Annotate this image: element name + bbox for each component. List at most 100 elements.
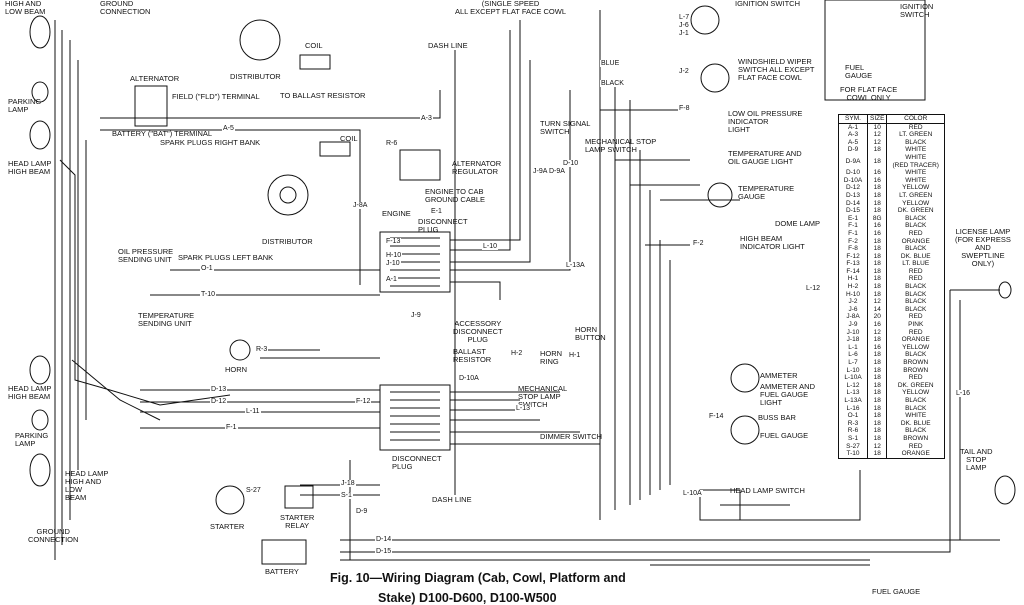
legend-cell-color: WHITE (RED TRACER)	[886, 153, 945, 170]
legend-cell-sym: D-13	[838, 191, 868, 200]
starter-relay-shape	[284, 485, 314, 509]
legend-cell-color: WHITE	[886, 176, 945, 185]
legend-cell-color: LT. GREEN	[886, 131, 945, 139]
legend-cell-sym: L-1	[838, 343, 868, 352]
right-box-shape	[824, 0, 926, 101]
label-fuel-gauge-mid: FUEL GAUGE	[760, 431, 809, 440]
legend-cell-sym: L-13A	[838, 396, 868, 405]
label-spark-plugs-right: SPARK PLUGS RIGHT BANK	[160, 138, 261, 147]
regulator-shape	[399, 149, 441, 181]
legend-cell-size: 18	[866, 252, 888, 261]
label-temp-oil-gauge: TEMPERATURE AND OIL GAUGE LIGHT	[728, 149, 802, 166]
wire-label-t10: T-10	[200, 291, 217, 298]
legend-cell-color: BLACK	[886, 298, 945, 306]
wire-label-j2: J-2	[678, 68, 690, 75]
legend-cell-sym: T-10	[838, 450, 868, 459]
legend-cell-size: 16	[866, 229, 888, 238]
label-windshield-wiper: WINDSHIELD WIPER SWITCH ALL EXCEPT FLAT …	[738, 57, 815, 82]
ignition-switch-shape	[690, 5, 720, 35]
wire-label-s1: S-1	[340, 492, 353, 499]
legend-cell-color: LT. BLUE	[886, 260, 945, 268]
legend-cell-color: BROWN	[886, 359, 945, 367]
legend-cell-sym: H-2	[838, 283, 868, 291]
legend-cell-color: BLACK	[886, 396, 945, 405]
wire-label-d10: D-10	[562, 160, 580, 167]
legend-cell-sym: D-10	[838, 169, 868, 177]
head-lamp-hl-bot-shape	[29, 453, 51, 487]
wire-label-s27: S-27	[245, 487, 262, 494]
horn-shape	[229, 339, 251, 361]
temp-gauge-shape	[707, 182, 733, 208]
legend-cell-size: 12	[866, 298, 888, 306]
legend-cell-size: 18	[866, 404, 888, 413]
label-engine: ENGINE	[382, 209, 411, 218]
wire-label-l7: L-7	[678, 14, 691, 21]
legend-cell-sym: J-18	[838, 336, 868, 344]
caption-line-2: Stake) D100-D600, D100-W500	[378, 591, 557, 605]
label-horn-ring: HORN RING	[540, 349, 563, 366]
distributor-top-shape	[239, 19, 281, 61]
figure-caption: Fig. 10—Wiring Diagram (Cab, Cowl, Platf…	[330, 571, 626, 605]
legend-cell-color: BLACK	[886, 283, 945, 291]
wire-label-j18: J-18	[340, 480, 356, 487]
wire-label-f12: F-12	[355, 398, 372, 405]
legend-cell-color: WHITE	[886, 169, 945, 177]
wire-a5	[100, 129, 361, 285]
label-parking-lamp-top: PARKING LAMP	[8, 97, 42, 114]
legend-cell-size: 14	[866, 305, 888, 314]
legend-cell-color: LT. GREEN	[886, 191, 945, 200]
legend-cell-size: 8G	[866, 214, 888, 223]
legend-cell-color: DK. BLUE	[886, 252, 945, 261]
legend-cell-sym: L-7	[838, 359, 868, 367]
legend-cell-color: ORANGE	[886, 237, 945, 246]
wiper-switch-shape	[700, 63, 730, 93]
wire-label-l10: L-10	[482, 243, 499, 250]
legend-cell-sym: L-12	[838, 381, 868, 390]
legend-cell-sym: E-1	[838, 214, 868, 223]
distributor-mid-shape	[267, 174, 309, 216]
label-coil-top: COIL	[305, 41, 323, 50]
legend-cell-color: YELLOW	[886, 343, 945, 352]
label-alternator: ALTERNATOR	[130, 74, 180, 83]
wire-right-verticals	[599, 10, 671, 520]
legend-cell-sym: D-9A	[838, 153, 868, 170]
legend-cell-size: 18	[866, 359, 888, 367]
wire-label-a3: A-3	[420, 115, 433, 122]
wire-label-f8: F-8	[678, 105, 691, 112]
label-license-lamp: LICENSE LAMP (FOR EXPRESS AND SWEPTLINE …	[955, 227, 1011, 268]
battery-shape	[261, 539, 307, 565]
wire-harness-diagonal	[59, 159, 231, 421]
legend-cell-sym: S-27	[838, 442, 868, 451]
label-engine-to-cab: ENGINE TO CAB GROUND CABLE	[425, 187, 486, 204]
label-temp-gauge: TEMPERATURE GAUGE	[738, 184, 795, 201]
legend-cell-sym: D-12	[838, 184, 868, 192]
legend-cell-sym: J-6	[838, 305, 868, 314]
legend-cell-size: 12	[866, 442, 888, 451]
legend-cell-sym: A-3	[838, 131, 868, 139]
head-lamp-high-bot-shape	[29, 355, 51, 385]
wire-label-j10: J-10	[385, 260, 401, 267]
legend-cell-size: 16	[866, 176, 888, 185]
wire-label-f2: F-2	[692, 240, 705, 247]
legend-cell-sym: D-15	[838, 207, 868, 215]
wire-label-a1: A-1	[385, 276, 398, 283]
legend-cell-size: 18	[866, 381, 888, 390]
